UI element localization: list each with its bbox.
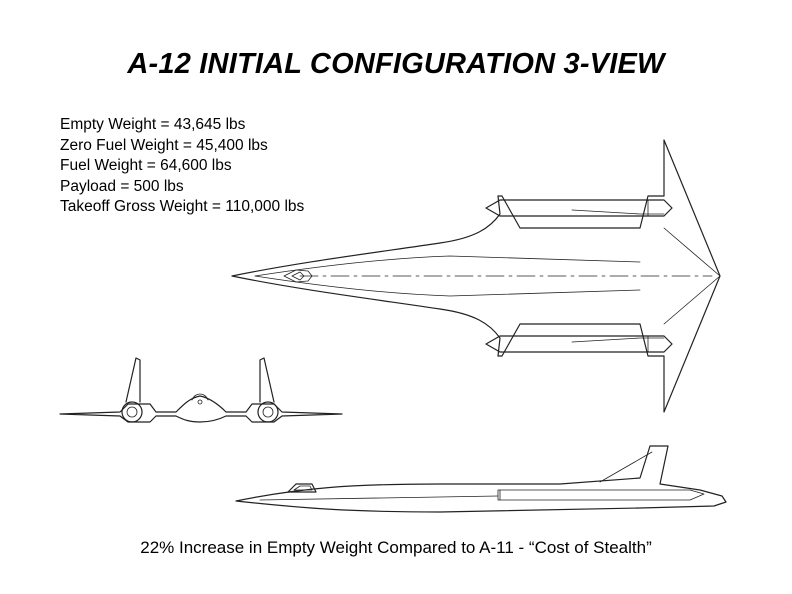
- aircraft-top-view: [231, 139, 721, 413]
- aircraft-side-view: [235, 445, 727, 513]
- caption: 22% Increase in Empty Weight Compared to…: [140, 538, 652, 557]
- weight-payload: Payload = 500 lbs: [60, 177, 184, 195]
- page-title: A-12 INITIAL CONFIGURATION 3-VIEW: [127, 48, 665, 80]
- aircraft-front-view: [59, 357, 343, 423]
- weight-zero-fuel: Zero Fuel Weight = 45,400 lbs: [60, 136, 268, 154]
- weight-fuel: Fuel Weight = 64,600 lbs: [60, 157, 232, 175]
- weight-empty: Empty Weight = 43,645 lbs: [60, 116, 246, 133]
- weight-takeoff-gross: Takeoff Gross Weight = 110,000 lbs: [60, 198, 305, 216]
- weight-list: Empty Weight = 43,645 lbs Zero Fuel Weig…: [60, 115, 304, 218]
